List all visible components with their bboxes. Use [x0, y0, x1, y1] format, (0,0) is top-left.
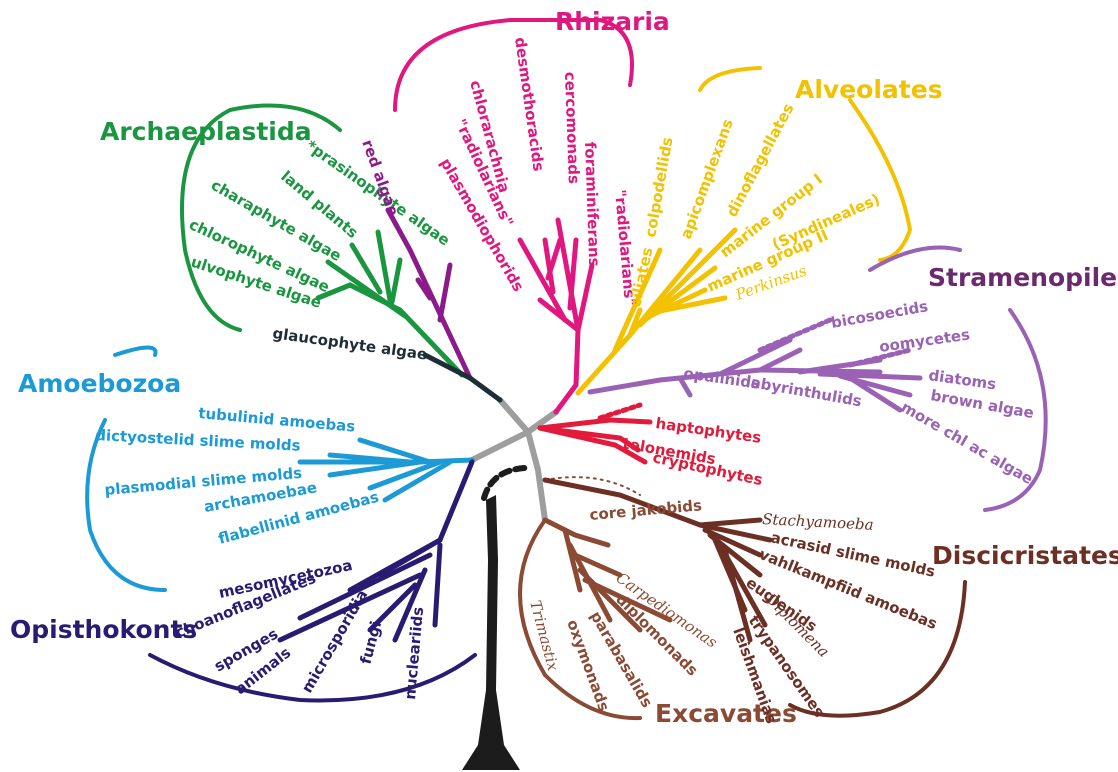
tree-trunk — [462, 495, 520, 770]
alveolates-title: Alveolates — [795, 75, 943, 104]
label-stachyamoeba: Stachyamoeba — [762, 510, 874, 534]
label-foraminiferans: foraminiferans — [581, 142, 603, 267]
label-dictyostelid: dictyostelid slime molds — [95, 426, 301, 455]
amoebozoa-bracket — [85, 345, 167, 592]
opisthokonts-branches — [277, 459, 475, 643]
excavates-dotted — [544, 476, 641, 496]
label-glaucophyte: glaucophyte algae — [271, 324, 428, 364]
discicristates-bracket — [788, 580, 967, 718]
hapto-crypto-branches — [537, 417, 653, 465]
excavates-branches — [542, 517, 673, 633]
label-apicomplexans: apicomplexans — [677, 116, 737, 241]
alveolates-bracket — [698, 66, 913, 262]
label-cercomonads: cercomonads — [561, 72, 583, 185]
archaeplastida-bracket — [180, 103, 342, 332]
amoebozoa-title: Amoebozoa — [18, 369, 181, 398]
glaucophyte-branch — [422, 352, 503, 403]
amoebozoa-branches — [297, 437, 475, 503]
central-root — [469, 397, 559, 523]
label-bicosoecids: bicosoecids — [830, 297, 930, 332]
stramenopiles-dotted — [757, 317, 913, 368]
rhizaria-title: Rhizaria — [555, 7, 670, 36]
trunk-dashed-arc — [481, 465, 528, 501]
rhizaria-bracket — [393, 18, 634, 112]
label-fungi: fungi — [356, 619, 385, 666]
archaeplastida-title: Archaeplastida — [100, 117, 312, 146]
discicristates-branches — [542, 477, 773, 643]
alveolates-branches — [575, 227, 738, 396]
label-charaphyte: charaphyte algae — [208, 176, 345, 265]
excavates-bracket — [518, 518, 642, 721]
label-tubulinid: tubulinid amoebas — [198, 404, 356, 436]
label-colpodellids: colpodellids — [641, 136, 676, 239]
label-trimastix: Trimastix — [526, 598, 562, 673]
label-oomycetes: oomycetes — [878, 325, 971, 356]
excavates-title: Excavates — [655, 699, 797, 728]
label-desmothoracids: desmothoracids — [511, 36, 548, 172]
label-opalinids: opalinids — [682, 364, 761, 393]
discicristates-title: Discicristates — [932, 541, 1118, 570]
rhizaria-branches — [517, 217, 595, 415]
opisthokonts-bracket — [148, 653, 477, 703]
red-algae-branches — [385, 207, 473, 381]
archaeplastida-branches — [315, 229, 465, 378]
stramenopiles-title: Stramenopiles — [928, 263, 1118, 292]
stramenopiles-bracket — [868, 245, 1048, 512]
stramenopiles-branches — [587, 337, 923, 413]
opisthokonts-title: Opisthokonts — [10, 615, 197, 644]
hapto-dotted — [597, 402, 643, 421]
